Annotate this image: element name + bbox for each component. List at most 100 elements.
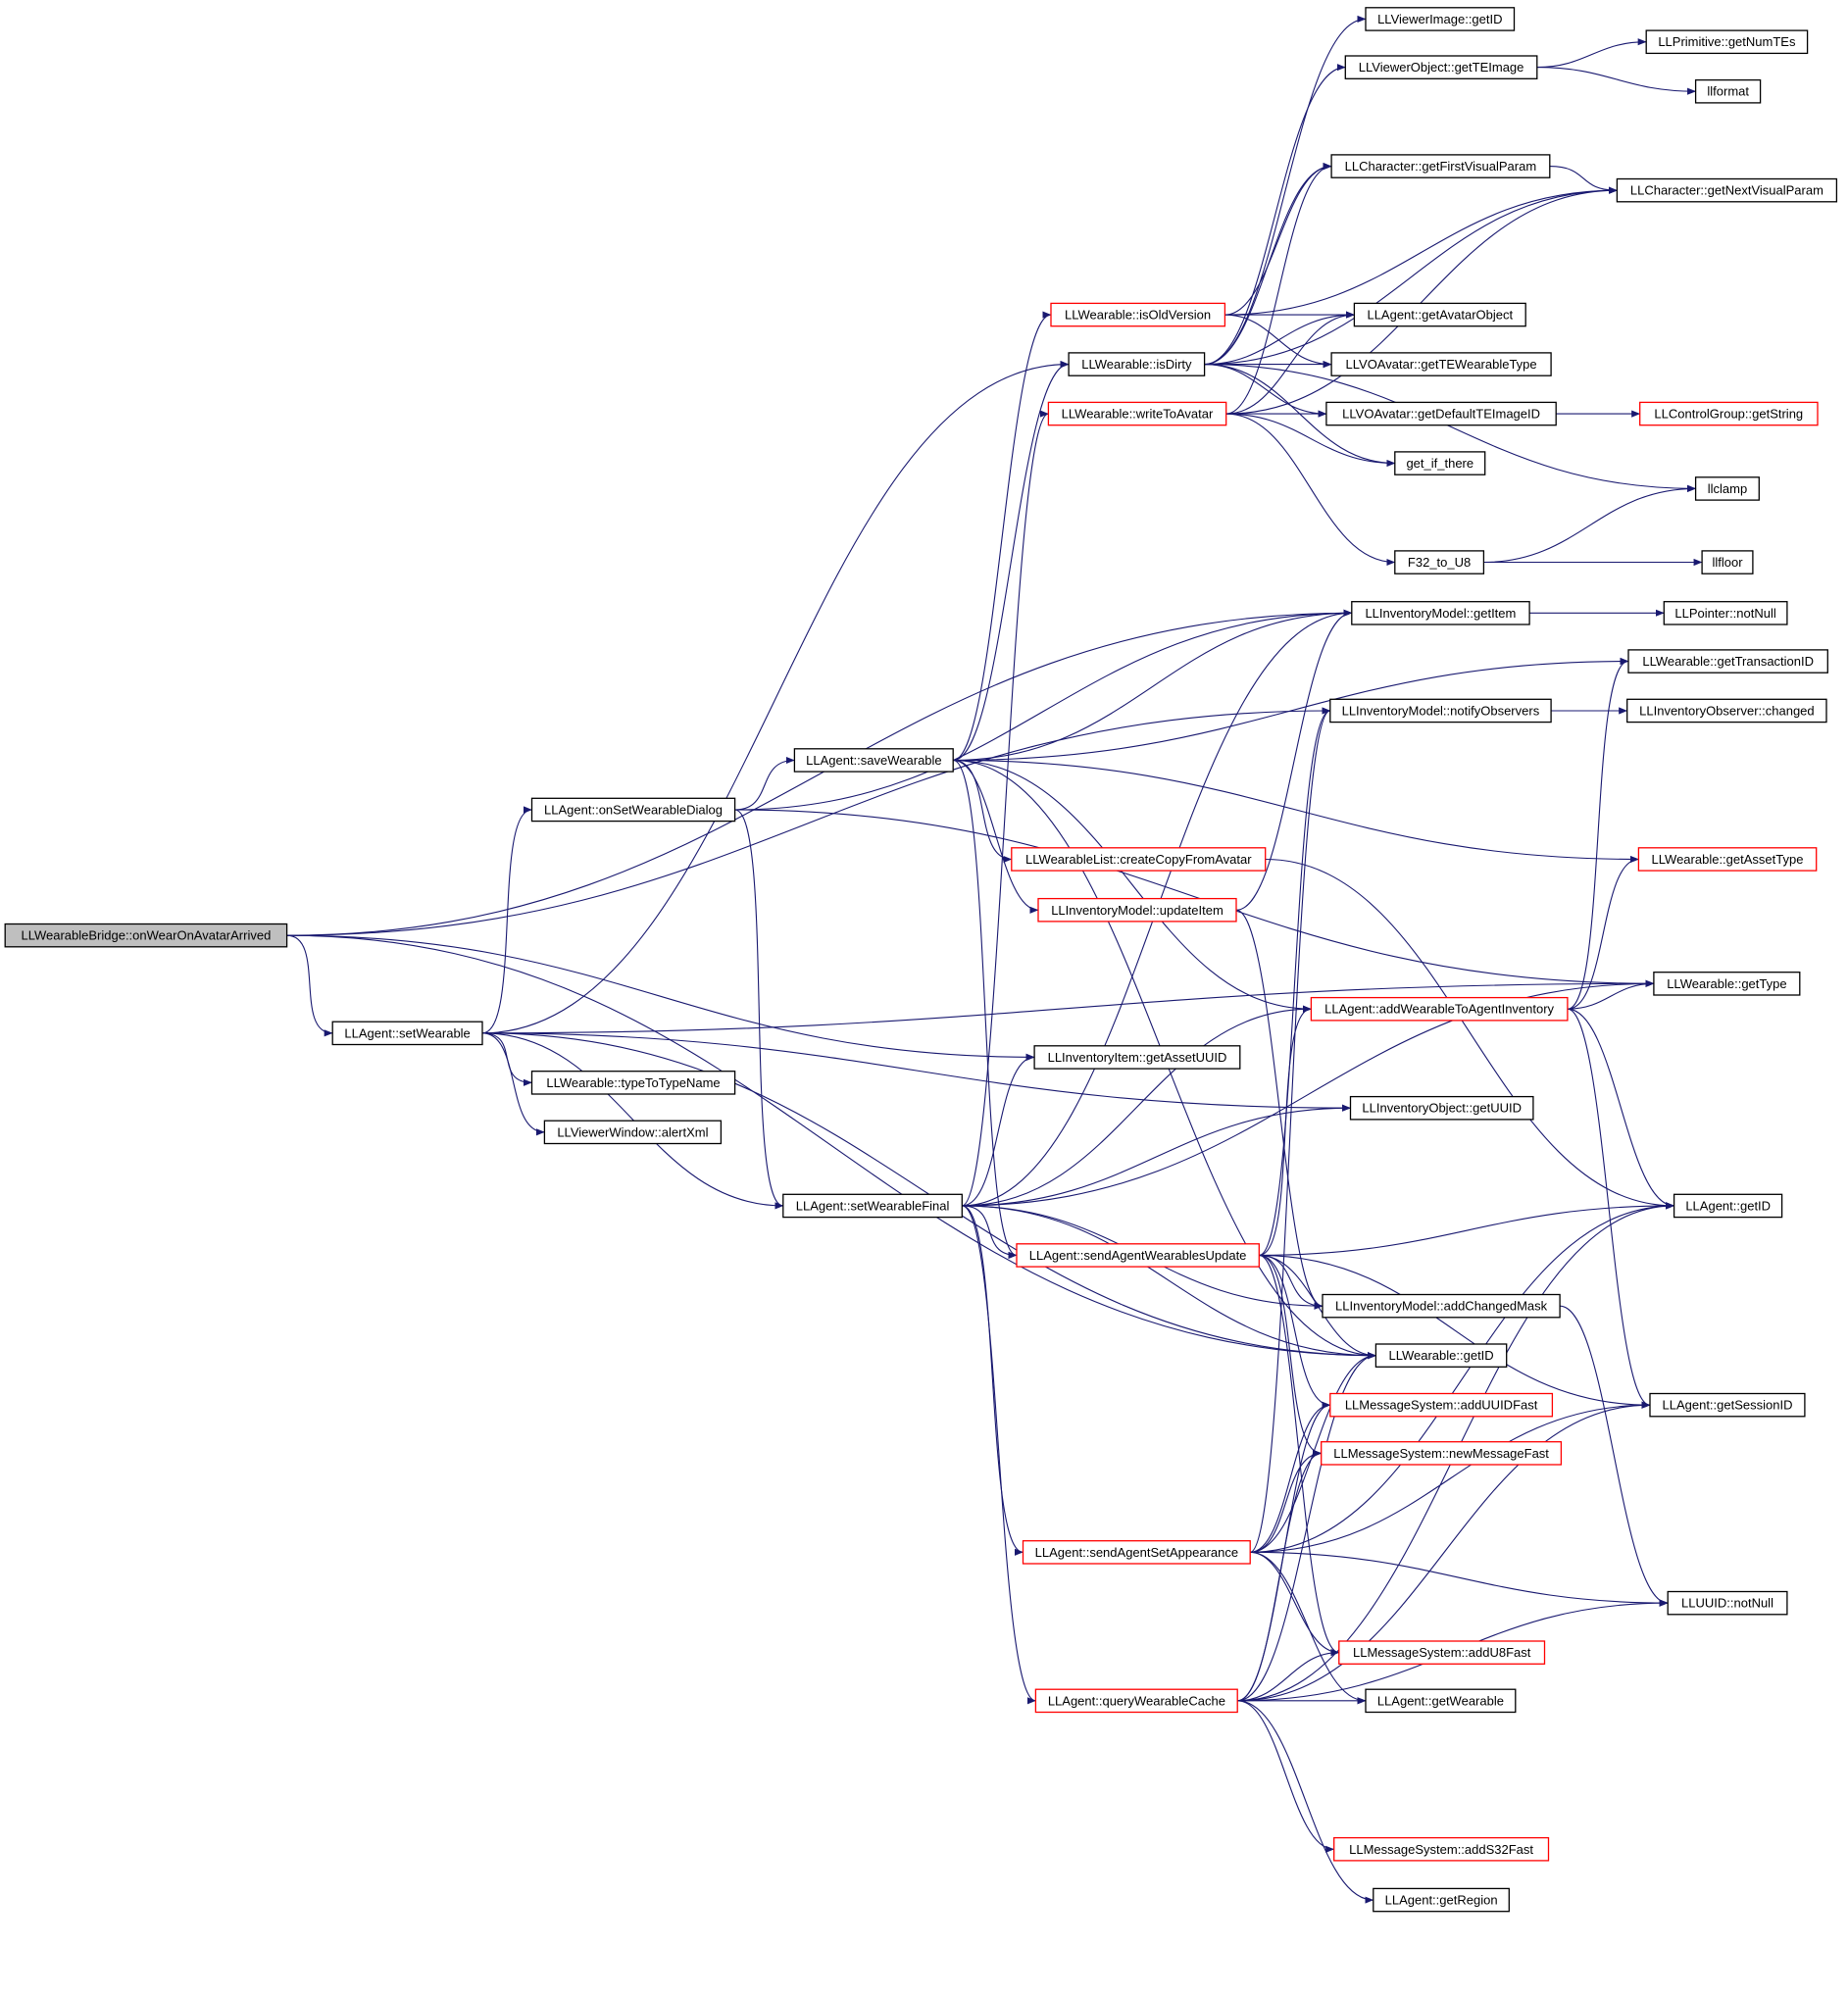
edge-n0-to-n29 [286, 934, 1376, 1360]
node-label: LLWearable::getType [1667, 976, 1786, 991]
edge-n0-to-n12 [286, 934, 1035, 1061]
node-llpointer-notnull[interactable]: LLPointer::notNull [1663, 601, 1788, 625]
node-llviewerwindow-alertxml[interactable]: LLViewerWindow::alertXml [543, 1120, 723, 1145]
node-box [782, 1193, 963, 1219]
node-llagent-sendagentwearablesupdate[interactable]: LLAgent::sendAgentWearablesUpdate [1016, 1243, 1260, 1268]
node-box [1022, 1540, 1251, 1565]
node-box [1329, 698, 1552, 724]
node-label: LLAgent::setWearableFinal [796, 1198, 950, 1213]
edge-n11-to-n28 [1235, 909, 1324, 1310]
node-llinventorymodel-notifyobservers[interactable]: LLInventoryModel::notifyObservers [1329, 698, 1552, 724]
node-llwearable-getassettype[interactable]: LLWearable::getAssetType [1637, 847, 1818, 872]
node-llinventoryobserver-changed[interactable]: LLInventoryObserver::changed [1626, 698, 1827, 724]
node-llwearable-writetoavatar[interactable]: LLWearable::writeToAvatar [1047, 401, 1227, 426]
node-box [1329, 1392, 1554, 1418]
edge-n3-to-n43 [953, 657, 1629, 762]
node-llmessagesystem-newmessagefast[interactable]: LLMessageSystem::newMessageFast [1321, 1441, 1563, 1466]
node-box [1645, 29, 1809, 55]
edge-n4-to-n27 [962, 1104, 1351, 1207]
node-llinventorymodel-updateitem[interactable]: LLInventoryModel::updateItem [1037, 897, 1237, 923]
node-label: LLInventoryModel::notifyObservers [1342, 704, 1540, 719]
node-label: LLAgent::sendAgentWearablesUpdate [1029, 1248, 1247, 1263]
node-llagent-getid[interactable]: LLAgent::getID [1673, 1193, 1783, 1219]
node-llvoavatar-gettewearabletype[interactable]: LLVOAvatar::getTEWearableType [1330, 352, 1552, 376]
edge-n10-to-n47 [1265, 858, 1675, 1210]
node-lluuid-notnull[interactable]: LLUUID::notNull [1667, 1590, 1788, 1616]
node-llwearable-isdirty[interactable]: LLWearable::isDirty [1068, 352, 1206, 376]
edge-n14-to-n47 [1250, 1202, 1675, 1553]
node-llwearablelist-createcopyfromavatar[interactable]: LLWearableList::createCopyFromAvatar [1011, 847, 1267, 872]
node-llprimitive-getnumtes[interactable]: LLPrimitive::getNumTEs [1645, 29, 1809, 55]
node-llagent-sendagentsetappearance[interactable]: LLAgent::sendAgentSetAppearance [1022, 1540, 1251, 1565]
node-llviewerimage-getid[interactable]: LLViewerImage::getID [1365, 7, 1516, 31]
node-llagent-setwearablefinal[interactable]: LLAgent::setWearableFinal [782, 1193, 963, 1219]
node-llagent-getavatarobject[interactable]: LLAgent::getAvatarObject [1353, 302, 1526, 327]
node-label: LLVOAvatar::getDefaultTEImageID [1342, 407, 1540, 422]
edge-n15-to-n35 [1237, 1700, 1374, 1904]
node-llformat[interactable]: llformat [1694, 78, 1762, 104]
node-box [1325, 401, 1557, 426]
node-llagent-getsessionid[interactable]: LLAgent::getSessionID [1649, 1392, 1806, 1418]
edge-n7-to-n20 [1224, 314, 1332, 369]
node-label: get_if_there [1406, 456, 1473, 471]
node-box [1673, 1193, 1783, 1219]
node-llagent-getwearable[interactable]: LLAgent::getWearable [1365, 1688, 1517, 1714]
node-box [1653, 972, 1801, 996]
node-llmessagesystem-addu8fast[interactable]: LLMessageSystem::addU8Fast [1338, 1640, 1546, 1665]
node-box [4, 923, 288, 948]
node-llviewerobject-getteimage[interactable]: LLViewerObject::getTEImage [1344, 55, 1538, 79]
node-label: LLWearableList::createCopyFromAvatar [1025, 852, 1252, 867]
node-label: LLAgent::addWearableToAgentInventory [1324, 1002, 1554, 1017]
node-llinventoryitem-getassetuuid[interactable]: LLInventoryItem::getAssetUUID [1033, 1045, 1241, 1070]
edge-n4-to-n9 [962, 410, 1049, 1207]
node-llagent-onsetwearabledialog[interactable]: LLAgent::onSetWearableDialog [530, 797, 736, 823]
node-box [1374, 1343, 1508, 1368]
node-label: LLInventoryModel::getItem [1365, 606, 1516, 621]
node-llvoavatar-getdefaultteimageid[interactable]: LLVOAvatar::getDefaultTEImageID [1325, 401, 1557, 426]
node-box [1338, 1640, 1546, 1665]
node-llinventorymodel-addchangedmask[interactable]: LLInventoryModel::addChangedMask [1322, 1293, 1561, 1319]
edge-n13-to-n32 [1259, 1254, 1340, 1657]
node-box [1050, 302, 1226, 327]
node-label: LLInventoryModel::updateItem [1051, 903, 1224, 918]
node-label: LLMessageSystem::addS32Fast [1349, 1842, 1533, 1857]
node-label: llfloor [1712, 555, 1743, 570]
edge-n14-to-n48 [1250, 1401, 1651, 1553]
node-llagent-addwearabletoagentinventory[interactable]: LLAgent::addWearableToAgentInventory [1310, 996, 1569, 1022]
node-llcharacter-getfirstvisualparam[interactable]: LLCharacter::getFirstVisualParam [1330, 154, 1551, 178]
edge-n26-to-n46 [1567, 979, 1655, 1010]
node-label: LLWearable::getAssetType [1652, 852, 1804, 867]
node-llagent-querywearablecache[interactable]: LLAgent::queryWearableCache [1034, 1688, 1238, 1714]
node-llinventorymodel-getitem[interactable]: LLInventoryModel::getItem [1351, 601, 1530, 625]
node-llwearable-gettransactionid[interactable]: LLWearable::getTransactionID [1627, 649, 1828, 674]
node-f32-to-u8[interactable]: F32_to_U8 [1394, 550, 1485, 574]
node-llclamp[interactable]: llclamp [1694, 476, 1760, 501]
edge-n26-to-n47 [1567, 1008, 1675, 1210]
node-llwearable-gettype[interactable]: LLWearable::getType [1653, 972, 1801, 996]
node-llwearable-isoldversion[interactable]: LLWearable::isOldVersion [1050, 302, 1226, 327]
edge-n13-to-n31 [1259, 1254, 1323, 1457]
node-llagent-setwearable[interactable]: LLAgent::setWearable [331, 1021, 483, 1046]
node-box [1394, 550, 1485, 574]
node-get-if-there[interactable]: get_if_there [1394, 451, 1486, 475]
node-llwearable-getid[interactable]: LLWearable::getID [1374, 1343, 1508, 1368]
node-llmessagesystem-adduuidfast[interactable]: LLMessageSystem::addUUIDFast [1329, 1392, 1554, 1418]
edge-n1-to-n27 [481, 1032, 1351, 1112]
node-label: LLCharacter::getNextVisualParam [1630, 183, 1823, 198]
node-llwearable-typetotypename[interactable]: LLWearable::typeToTypeName [530, 1071, 736, 1095]
node-llfloor[interactable]: llfloor [1701, 550, 1754, 574]
node-box [1627, 649, 1828, 674]
edge-n17-to-n36 [1536, 38, 1647, 69]
node-llagent-savewearable[interactable]: LLAgent::saveWearable [793, 748, 954, 773]
node-llagent-getregion[interactable]: LLAgent::getRegion [1373, 1887, 1510, 1913]
node-llwearablebridge-onwearonavatararrived[interactable]: LLWearableBridge::onWearOnAvatarArrived [4, 923, 288, 948]
edge-layer [286, 15, 1703, 1904]
node-llcontrolgroup-getstring[interactable]: LLControlGroup::getString [1639, 401, 1819, 426]
edge-n28-to-n49 [1560, 1305, 1669, 1607]
node-llcharacter-getnextvisualparam[interactable]: LLCharacter::getNextVisualParam [1616, 177, 1838, 203]
edge-n15-to-n48 [1237, 1401, 1651, 1702]
node-box [1626, 698, 1827, 724]
node-llinventoryobject-getuuid[interactable]: LLInventoryObject::getUUID [1349, 1095, 1534, 1121]
node-label: LLViewerWindow::alertXml [557, 1124, 708, 1139]
node-llmessagesystem-adds32fast[interactable]: LLMessageSystem::addS32Fast [1333, 1836, 1550, 1862]
